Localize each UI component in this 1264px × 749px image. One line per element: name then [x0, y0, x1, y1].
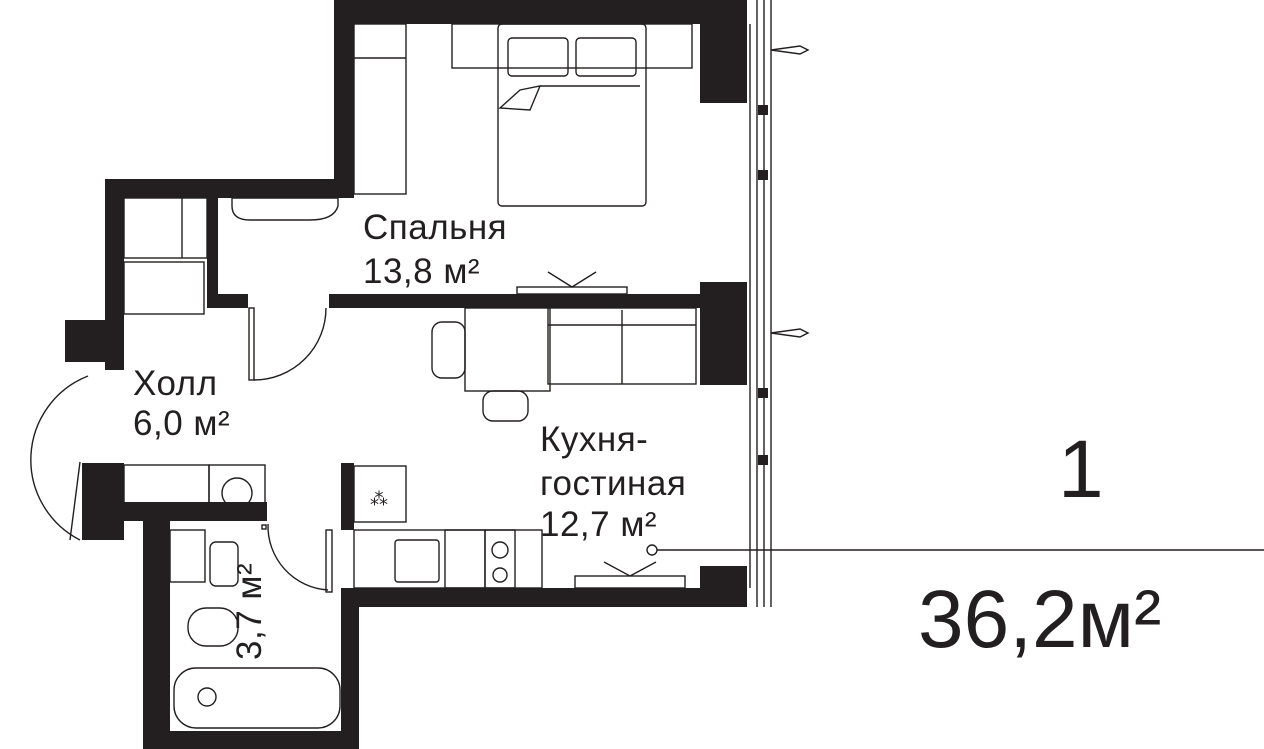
bedroom-furniture — [123, 23, 693, 315]
leader-line — [646, 544, 1264, 556]
doors — [30, 307, 333, 593]
room-area-hall: 6,0 м² — [133, 404, 231, 443]
bathroom-fixtures — [123, 464, 341, 729]
room-area-kitchen: 12,7 м² — [540, 505, 658, 544]
svg-text:⁂: ⁂ — [370, 489, 388, 509]
apartment-number: 1 — [1058, 424, 1104, 515]
walls — [65, 0, 747, 749]
living-furniture: ⁂ — [353, 307, 697, 589]
room-name-bedroom: Спальня — [363, 208, 508, 247]
room-name-hall: Холл — [133, 364, 218, 403]
room-area-bathroom: 3,7 м² — [230, 562, 269, 660]
total-area: 36,2м² — [918, 574, 1162, 665]
windows — [749, 0, 810, 607]
room-area-bedroom: 13,8 м² — [363, 252, 481, 291]
room-name-kitchen: Кухня- — [540, 420, 649, 459]
room-name-kitchen-2: гостиная — [540, 464, 687, 503]
